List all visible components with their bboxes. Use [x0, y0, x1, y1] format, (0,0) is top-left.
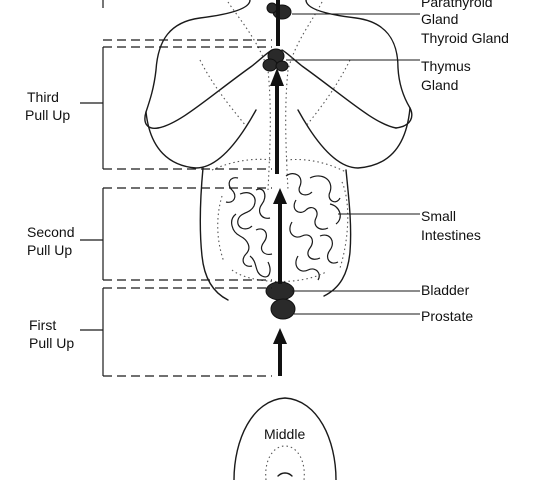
thymus-label-line2: Gland — [421, 77, 458, 93]
prostate-label: Prostate — [421, 308, 473, 324]
middle-perineum-shape — [233, 397, 337, 480]
first-pull-up-arrow — [273, 328, 287, 376]
small-intestines-shape — [217, 173, 349, 283]
parathyroid-label-line1: Parathyroid — [421, 0, 493, 10]
prostate-shape — [270, 298, 296, 320]
first-pull-up-label-line2: Pull Up — [29, 335, 74, 351]
third-pull-up-label-line1: Third — [27, 89, 59, 105]
pull-up-brackets — [80, 0, 104, 376]
small-intestines-label-line1: Small — [421, 208, 456, 224]
thymus-label-line1: Thymus — [421, 58, 471, 74]
first-pull-up-label-line1: First — [29, 317, 56, 333]
small-intestines-label-line2: Intestines — [421, 227, 481, 243]
bladder-shape — [265, 281, 295, 301]
parathyroid-label-line2: Gland — [421, 11, 458, 27]
bladder-label: Bladder — [421, 282, 470, 298]
third-pull-up-arrow — [270, 68, 284, 174]
second-pull-up-label-line2: Pull Up — [27, 242, 72, 258]
section-dividers — [103, 39, 272, 377]
second-pull-up-arrow — [273, 188, 287, 284]
middle-label: Middle — [264, 426, 305, 442]
second-pull-up-label-line1: Second — [27, 224, 74, 240]
third-pull-up-label-line2: Pull Up — [25, 107, 70, 123]
thyroid-label: Thyroid Gland — [421, 30, 509, 46]
label-leaders — [286, 13, 420, 315]
thymus-gland-shape — [262, 48, 289, 72]
